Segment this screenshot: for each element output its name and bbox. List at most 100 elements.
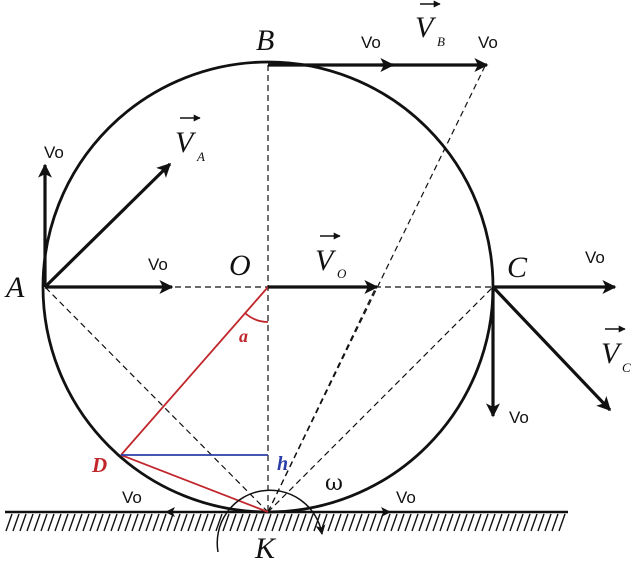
vector-VC-sub: C bbox=[622, 360, 631, 375]
hatch-mark bbox=[47, 513, 55, 532]
hatch-mark bbox=[103, 513, 111, 532]
hatch-mark bbox=[355, 513, 363, 532]
vo-label-C-right: Vo bbox=[585, 248, 605, 267]
hatch-mark bbox=[236, 513, 244, 532]
hatch-mark bbox=[397, 513, 405, 532]
point-label-C: C bbox=[507, 251, 528, 284]
vector-VA-sub: A bbox=[196, 149, 205, 164]
red-triangle bbox=[120, 286, 269, 513]
vo-label-K-right: Vo bbox=[396, 488, 416, 507]
dashed-K-to-A bbox=[44, 286, 269, 513]
hatch-mark bbox=[488, 513, 496, 532]
hatch-mark bbox=[313, 513, 321, 532]
hatch-mark bbox=[411, 513, 419, 532]
hatch-mark bbox=[509, 513, 517, 532]
hatch-mark bbox=[439, 513, 447, 532]
hatch-mark bbox=[229, 513, 237, 532]
vector-label-VC: V C bbox=[601, 325, 631, 375]
hatch-mark bbox=[89, 513, 97, 532]
hatch-mark bbox=[341, 513, 349, 532]
hatch-mark bbox=[12, 513, 20, 532]
hatch-mark bbox=[530, 513, 538, 532]
vector-label-VA: V A bbox=[175, 114, 205, 164]
hatch-mark bbox=[124, 513, 132, 532]
hatch-mark bbox=[264, 513, 272, 532]
hatch-mark bbox=[33, 513, 41, 532]
point-label-D: D bbox=[91, 453, 107, 477]
vector-VB-sub: B bbox=[437, 34, 445, 49]
dashed-K-to-C bbox=[267, 286, 494, 513]
hatch-mark bbox=[446, 513, 454, 532]
hatch-mark bbox=[474, 513, 482, 532]
hatch-mark bbox=[54, 513, 62, 532]
hatch-mark bbox=[75, 513, 83, 532]
hatch-mark bbox=[390, 513, 398, 532]
hatch-mark bbox=[250, 513, 258, 532]
vo-label-B-first: Vo bbox=[361, 33, 381, 52]
angle-arc bbox=[244, 312, 269, 323]
hatch-mark bbox=[292, 513, 300, 532]
hatch-mark bbox=[61, 513, 69, 532]
hatch-mark bbox=[285, 513, 293, 532]
vo-label-A-up: Vo bbox=[44, 143, 64, 162]
vector-VA-name: V bbox=[175, 126, 197, 159]
height-label: h bbox=[277, 453, 288, 475]
hatch-mark bbox=[40, 513, 48, 532]
hatch-mark bbox=[26, 513, 34, 532]
hatch-mark bbox=[208, 513, 216, 532]
hatch-mark bbox=[145, 513, 153, 532]
hatch-mark bbox=[537, 513, 545, 532]
hatch-mark bbox=[558, 513, 566, 532]
hatch-mark bbox=[516, 513, 524, 532]
hatch-mark bbox=[523, 513, 531, 532]
point-label-B: B bbox=[256, 24, 274, 57]
hatch-mark bbox=[551, 513, 559, 532]
hatch-mark bbox=[481, 513, 489, 532]
point-label-O: O bbox=[229, 249, 251, 282]
hatch-mark bbox=[376, 513, 384, 532]
hatch-mark bbox=[383, 513, 391, 532]
hatch-mark bbox=[432, 513, 440, 532]
vector-label-VB: V B bbox=[415, 0, 445, 49]
red-line-D-K bbox=[120, 454, 269, 513]
hatch-mark bbox=[404, 513, 412, 532]
hatch-mark bbox=[187, 513, 195, 532]
hatch-mark bbox=[117, 513, 125, 532]
vo-label-K-left: Vo bbox=[122, 488, 142, 507]
hatch-mark bbox=[201, 513, 209, 532]
hatch-mark bbox=[19, 513, 27, 532]
hatch-mark bbox=[327, 513, 335, 532]
vo-label-C-down: Vo bbox=[509, 408, 529, 427]
vector-VO-sub: O bbox=[337, 266, 347, 281]
hatch-mark bbox=[180, 513, 188, 532]
hatch-mark bbox=[222, 513, 230, 532]
vo-label-A-right: Vo bbox=[148, 255, 168, 274]
hatch-mark bbox=[460, 513, 468, 532]
hatch-mark bbox=[138, 513, 146, 532]
hatch-mark bbox=[110, 513, 118, 532]
vector-VC-name: V bbox=[601, 337, 623, 370]
hatch-mark bbox=[243, 513, 251, 532]
vector-VB-name: V bbox=[415, 11, 437, 44]
hatch-mark bbox=[131, 513, 139, 532]
dashed-K-to-VO-tip bbox=[267, 286, 377, 513]
hatch-mark bbox=[544, 513, 552, 532]
hatch-mark bbox=[194, 513, 202, 532]
hatch-mark bbox=[5, 513, 13, 532]
hatch-mark bbox=[362, 513, 370, 532]
point-label-A: A bbox=[4, 271, 25, 304]
hatch-mark bbox=[320, 513, 328, 532]
omega-rotation-arc bbox=[216, 489, 326, 553]
arrow-VA bbox=[43, 162, 172, 289]
hatch-mark bbox=[425, 513, 433, 532]
omega-label: ω bbox=[325, 471, 343, 496]
hatch-mark bbox=[173, 513, 181, 532]
hatch-mark bbox=[152, 513, 160, 532]
vector-label-VO: V O bbox=[315, 232, 347, 281]
hatch-mark bbox=[96, 513, 104, 532]
angle-label: a bbox=[239, 326, 248, 346]
hatch-mark bbox=[334, 513, 342, 532]
hatch-mark bbox=[495, 513, 503, 532]
arrow-VC bbox=[491, 285, 612, 412]
